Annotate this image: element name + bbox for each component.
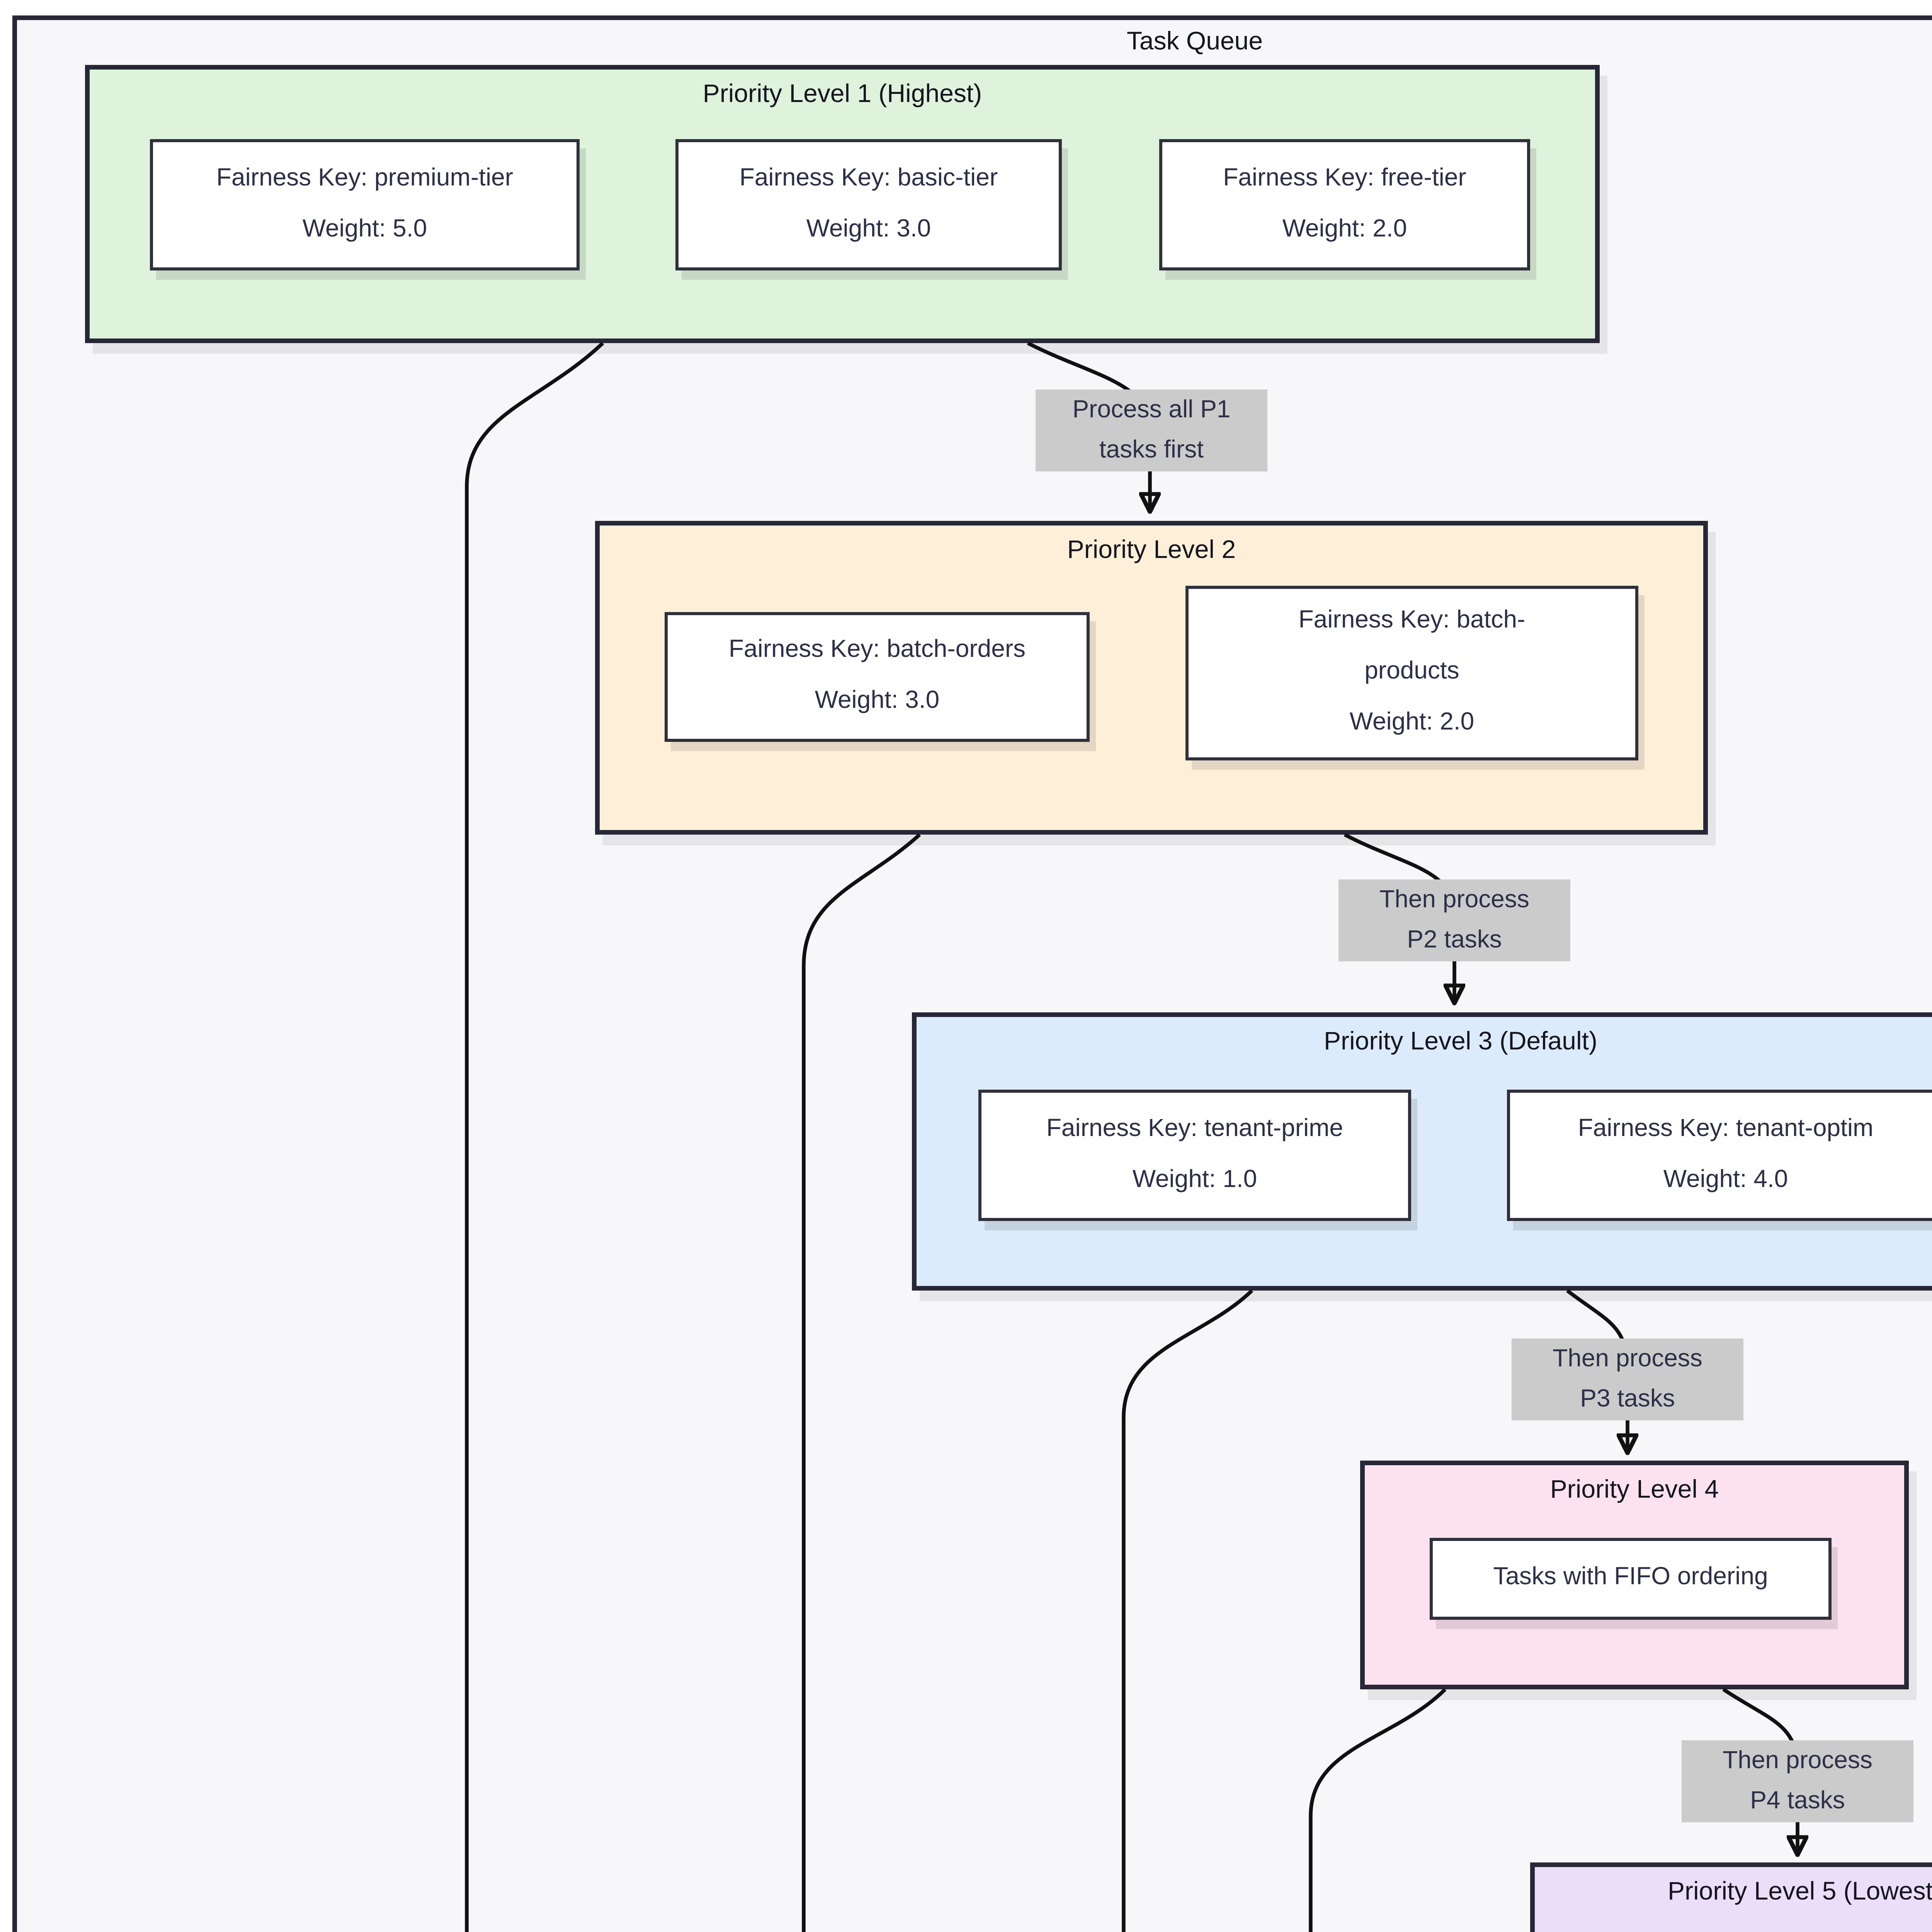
subgraph-priority-1-title: Priority Level 1 (Highest) [702, 80, 982, 108]
task-node-fifo-p4: Tasks with FIFO ordering [1430, 1538, 1832, 1620]
subgraph-priority-2-title: Priority Level 2 [1067, 536, 1236, 564]
subgraph-priority-5-title: Priority Level 5 (Lowest) [1668, 1878, 1932, 1906]
task-node-batch-orders: Fairness Key: batch-orders Weight: 3.0 [665, 612, 1090, 742]
task-node-free-tier: Fairness Key: free-tier Weight: 2.0 [1159, 139, 1530, 270]
task-node-batch-products: Fairness Key: batch- products Weight: 2.… [1185, 586, 1638, 760]
task-node-premium-tier: Fairness Key: premium-tier Weight: 5.0 [150, 139, 580, 270]
subgraph-priority-5: Priority Level 5 (Lowest) [1530, 1862, 1932, 1932]
task-node-tenant-prime: Fairness Key: tenant-prime Weight: 1.0 [978, 1090, 1411, 1221]
subgraph-priority-3-title: Priority Level 3 (Default) [1324, 1028, 1597, 1056]
task-node-basic-tier: Fairness Key: basic-tier Weight: 3.0 [675, 139, 1062, 270]
edge-label-process-p1: Process all P1 tasks first [1036, 389, 1267, 471]
task-node-tenant-optim: Fairness Key: tenant-optim Weight: 4.0 [1507, 1090, 1932, 1221]
task-queue-title: Task Queue [1126, 28, 1263, 56]
edge-label-process-p4: Then process P4 tasks [1682, 1740, 1913, 1822]
edge-label-process-p2: Then process P2 tasks [1338, 879, 1570, 961]
subgraph-priority-4-title: Priority Level 4 [1550, 1476, 1719, 1504]
edge-label-process-p3: Then process P3 tasks [1512, 1338, 1743, 1420]
